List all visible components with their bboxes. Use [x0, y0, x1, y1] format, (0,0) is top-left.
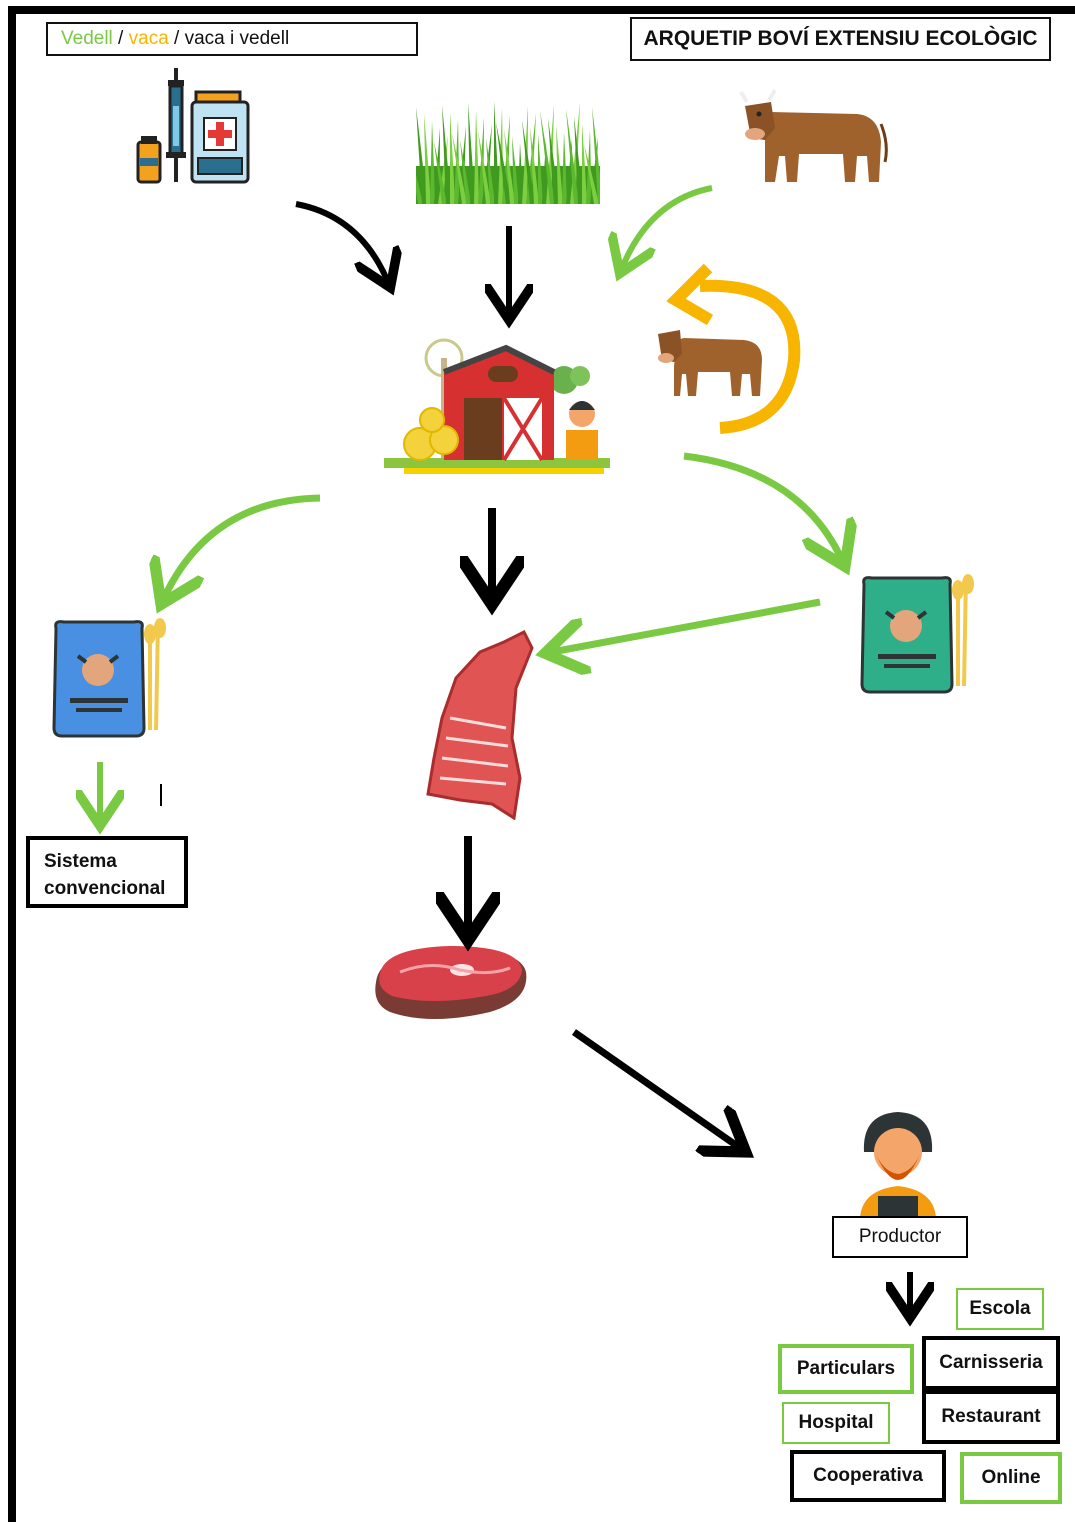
grass-icon	[416, 101, 600, 204]
grass-blade	[450, 112, 455, 204]
arrow-cow-to-farm	[622, 185, 713, 268]
grass-blade	[540, 111, 555, 204]
farm-icon	[384, 338, 610, 474]
individuals-label: Particulars	[778, 1344, 914, 1394]
grass-blade	[442, 105, 451, 204]
legend-both: vaca i vedell	[184, 28, 290, 49]
conventional-system-label: Sistema convencional	[26, 836, 188, 908]
legend: Vedell / vaca / vaca i vedell	[46, 22, 418, 56]
grass-blade	[468, 103, 475, 204]
restaurant-label: Restaurant	[922, 1390, 1060, 1444]
grass-blade	[512, 136, 519, 204]
grass-blade	[574, 116, 583, 204]
butcher-label: Carnisseria	[922, 1336, 1060, 1390]
grass-blade	[504, 129, 515, 204]
frame-left-border	[8, 6, 16, 1522]
grass-blade	[530, 127, 539, 204]
feed-bag-blue-icon	[52, 618, 166, 738]
cooperative-label: Cooperativa	[790, 1450, 946, 1502]
online-label: Online	[960, 1452, 1062, 1504]
legend-sep1: /	[112, 28, 129, 49]
grass-blade	[460, 140, 471, 204]
cow-icon	[739, 88, 888, 182]
arrow-steak-to-producer	[571, 1029, 740, 1148]
diagram-title: ARQUETIP BOVÍ EXTENSIU ECOLÒGIC	[630, 17, 1051, 61]
producer-label: Productor	[832, 1216, 968, 1258]
feed-bag-green-icon	[860, 574, 974, 694]
medicine-icon	[136, 68, 250, 184]
grass-blade	[566, 109, 579, 204]
grass-blade	[434, 142, 447, 204]
grass-blade	[494, 101, 499, 204]
grass-blade	[518, 143, 523, 204]
legend-calf: Vedell	[61, 28, 113, 49]
arrow-medicine-to-farm	[295, 201, 388, 282]
steak-icon	[375, 946, 527, 1019]
legend-cow: vaca	[128, 28, 169, 49]
carcass-icon	[426, 629, 534, 820]
grass-blade	[424, 114, 431, 204]
grass-blade	[538, 134, 543, 204]
arrow-farm-to-bag-blue	[164, 494, 321, 598]
grass-blade	[486, 138, 495, 204]
grass-blade	[474, 110, 479, 204]
frame-top-border	[8, 6, 1075, 14]
grass-blade	[562, 132, 567, 204]
farmer-icon	[860, 1112, 936, 1218]
school-label: Escola	[956, 1288, 1044, 1330]
legend-sep2: /	[168, 28, 185, 49]
grass-blade	[584, 144, 599, 204]
grass-blade	[582, 123, 587, 204]
cow-cycle-icon	[658, 263, 801, 434]
grass-blade	[496, 122, 511, 204]
grass-blade	[548, 118, 559, 204]
grass-blade	[416, 107, 427, 204]
arrow-farm-to-bag-green	[683, 452, 842, 560]
grass-blade	[556, 125, 563, 204]
grass-blade	[478, 131, 491, 204]
grass-blade	[522, 120, 535, 204]
grass-blade	[478, 117, 484, 204]
hospital-label: Hospital	[782, 1402, 890, 1444]
grass-blade	[592, 107, 600, 204]
grass-blade	[430, 121, 435, 204]
grass-blade	[452, 133, 467, 204]
grass-blade	[416, 175, 423, 204]
grass-blade	[522, 106, 528, 204]
arrow-bag-green-to-carcass	[552, 598, 821, 652]
grass-blade	[434, 128, 440, 204]
